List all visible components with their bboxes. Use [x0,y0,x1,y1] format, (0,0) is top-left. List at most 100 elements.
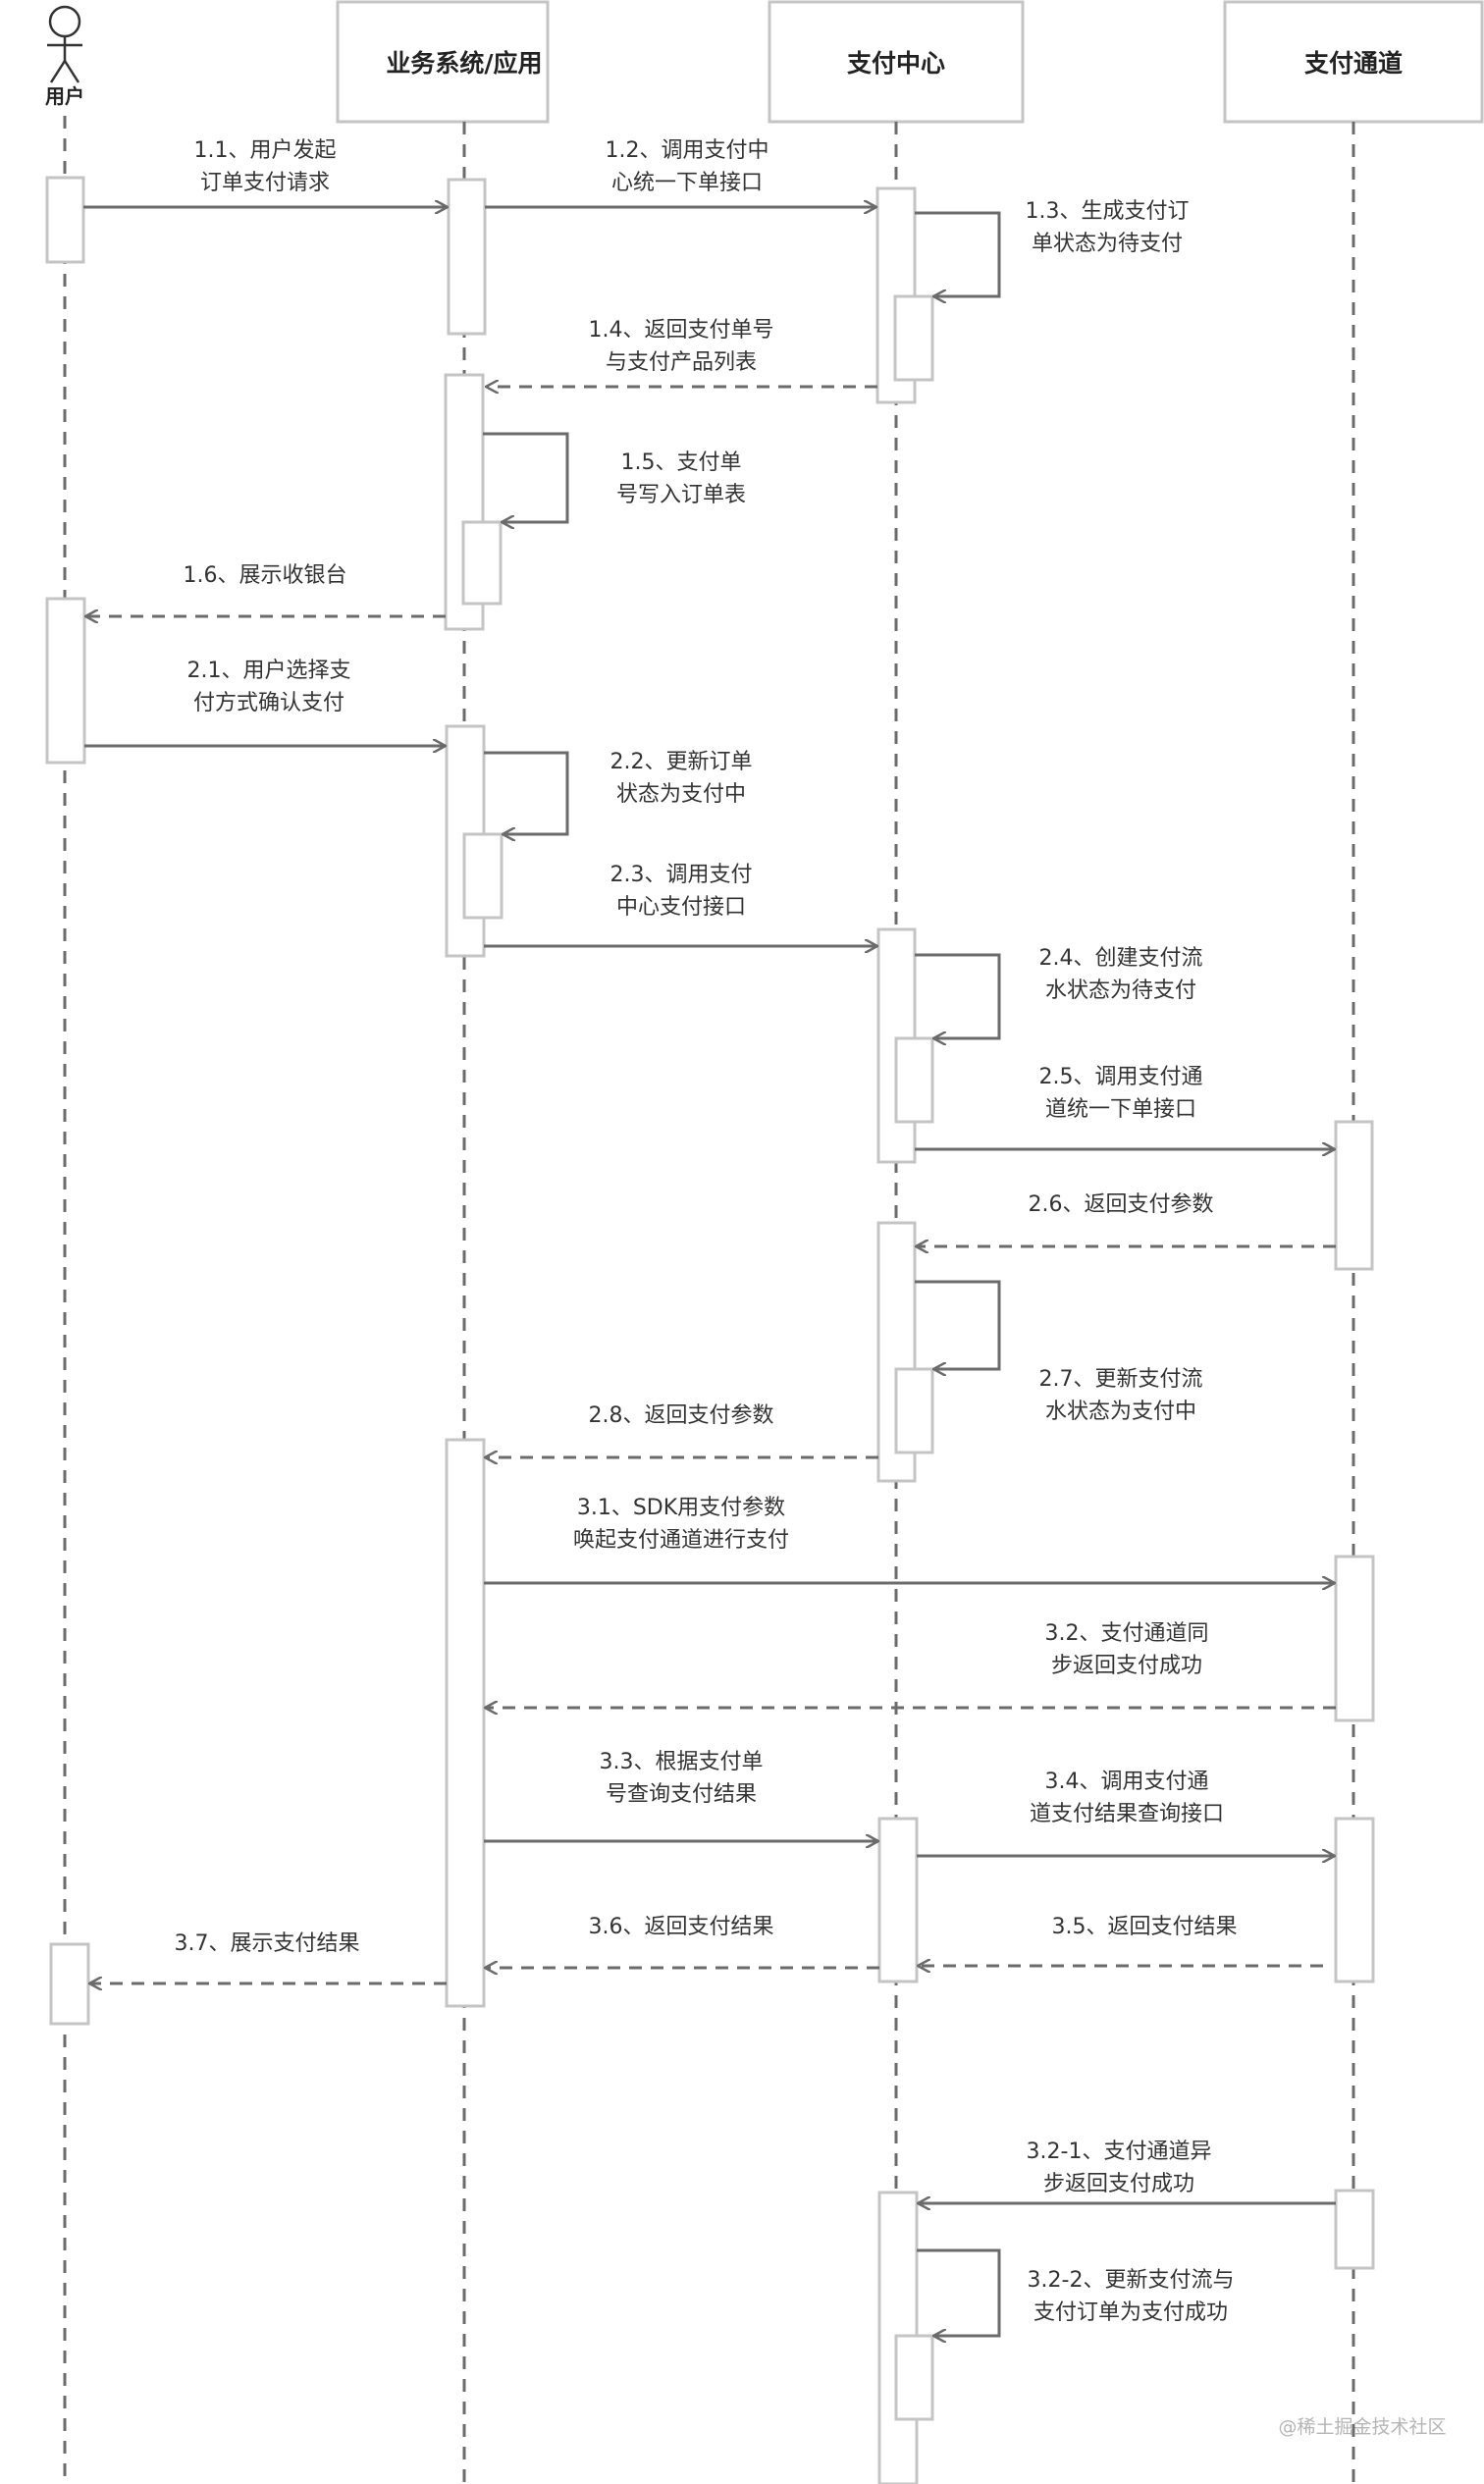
activation-box [462,832,504,920]
arrow-2-7 [915,1280,1001,1369]
message-label-line: 2.1、用户选择支 [187,659,351,683]
message-label-line: 3.4、调用支付通 [1045,1770,1209,1794]
activation-box [49,1942,90,2026]
message-label-line: 唤起支付通道进行支付 [573,1528,789,1553]
message-label-line: 3.5、返回支付结果 [1052,1915,1238,1939]
message-label-line: 号写入订单表 [616,483,746,507]
message-label-line: 3.2-2、更新支付流与 [1028,2268,1235,2293]
actor-head [48,5,81,38]
message-label-line: 3.6、返回支付结果 [589,1915,774,1939]
activation-box [445,1438,486,2008]
message-label-line: 1.4、返回支付单号 [589,318,774,343]
message-label: 2.5、调用支付通道统一下单接口 [1039,1065,1203,1122]
message-label: 2.6、返回支付参数 [1029,1192,1214,1217]
message-label-line: 1.2、调用支付中 [606,138,769,163]
message-label-line: 3.3、根据支付单 [600,1750,764,1774]
message-label: 2.7、更新支付流水状态为支付中 [1039,1367,1203,1424]
activation-box [45,597,86,765]
message-label-line: 3.2、支付通道同 [1045,1621,1209,1646]
message-label: 3.1、SDK用支付参数唤起支付通道进行支付 [573,1496,789,1553]
activations [45,176,1375,2484]
message-labels: 1.1、用户发起订单支付请求 1.2、调用支付中心统一下单接口 1.3、生成支付订单… [175,138,1238,2325]
message-label-line: 2.3、调用支付 [610,863,753,887]
message-label-line: 订单支付请求 [200,171,330,195]
message-label: 3.3、根据支付单号查询支付结果 [600,1750,764,1807]
participant-label-pay: 支付中心 [847,49,945,78]
activation-box [1334,1817,1375,1983]
participant-label-biz: 业务系统/应用 [386,49,542,78]
message-label: 1.3、生成支付订单状态为待支付 [1026,199,1190,256]
actor-user [47,5,82,83]
message-label-line: 状态为支付中 [616,782,746,807]
participant-label-channel: 支付通道 [1304,49,1403,78]
message-label-line: 2.5、调用支付通 [1039,1065,1203,1089]
message-label: 3.5、返回支付结果 [1052,1915,1238,1939]
message-label-line: 1.6、展示收银台 [184,563,347,588]
message-label-line: 步返回支付成功 [1043,2172,1194,2196]
activation-box [877,1817,919,1983]
actor-leg-left [49,60,67,83]
actor-leg-right [63,60,80,83]
message-label: 3.2-1、支付通道异步返回支付成功 [1027,2140,1212,2196]
arrow-3-2-2 [917,2248,1001,2336]
message-label-line: 心统一下单接口 [611,171,763,195]
message-label-line: 道支付结果查询接口 [1030,1802,1224,1826]
message-label: 3.6、返回支付结果 [589,1915,774,1939]
message-label-line: 3.1、SDK用支付参数 [577,1496,785,1520]
activation-box [894,2334,934,2421]
message-label-line: 2.7、更新支付流 [1039,1367,1203,1392]
activation-box [894,1367,934,1454]
message-label: 1.4、返回支付单号与支付产品列表 [589,318,774,375]
message-label: 1.1、用户发起订单支付请求 [194,138,337,195]
activation-box [1334,2189,1375,2270]
message-label-line: 号查询支付结果 [606,1782,757,1807]
message-label-line: 2.4、创建支付流 [1039,946,1203,971]
participant-header-pay: 支付中心 [768,0,1025,124]
message-label-line: 中心支付接口 [616,895,746,920]
message-label-line: 道统一下单接口 [1045,1097,1196,1122]
message-label-line: 水状态为支付中 [1045,1400,1196,1424]
arrow-1-5 [483,432,569,522]
message-label: 2.3、调用支付中心支付接口 [610,863,753,920]
message-label: 1.5、支付单号写入订单表 [616,450,746,507]
message-label-line: 2.6、返回支付参数 [1029,1192,1214,1217]
activation-box [1334,1555,1375,1722]
message-label-line: 单状态为待支付 [1032,232,1183,256]
message-label-line: 步返回支付成功 [1051,1654,1202,1678]
message-label: 2.8、返回支付参数 [589,1403,774,1428]
participant-label-user: 用户 [45,84,84,108]
message-label-line: 与支付产品列表 [606,350,757,375]
message-label: 1.2、调用支付中心统一下单接口 [606,138,769,195]
message-label: 3.2-2、更新支付流与支付订单为支付成功 [1028,2268,1235,2325]
message-label: 2.4、创建支付流水状态为待支付 [1039,946,1203,1003]
message-label-line: 3.7、展示支付结果 [175,1931,360,1956]
message-label-line: 付方式确认支付 [193,691,344,715]
participant-header-biz: 业务系统/应用 [336,0,550,124]
arrow-1-3 [915,211,1001,296]
message-label-line: 水状态为待支付 [1045,978,1196,1003]
return-arrows [86,387,1336,1983]
activation-box [894,1036,934,1124]
activation-box [45,176,85,264]
message-label: 3.2、支付通道同步返回支付成功 [1045,1621,1209,1678]
activation-box [447,178,487,336]
message-label: 3.4、调用支付通道支付结果查询接口 [1030,1770,1224,1826]
participant-header-channel: 支付通道 [1223,0,1484,124]
call-arrows [83,207,1336,2336]
activation-box [893,294,934,382]
activation-box [461,520,503,606]
message-label: 3.7、展示支付结果 [175,1931,360,1956]
message-label: 2.2、更新订单状态为支付中 [610,750,753,807]
message-label-line: 1.5、支付单 [621,450,742,475]
arrow-2-2 [484,751,569,834]
message-label-line: 1.3、生成支付订 [1026,199,1190,224]
message-label: 1.6、展示收银台 [184,563,347,588]
message-label-line: 支付订单为支付成功 [1034,2300,1228,2325]
message-label-line: 2.2、更新订单 [610,750,753,774]
arrow-2-4 [915,953,1001,1038]
watermark: @稀土掘金技术社区 [1278,2416,1446,2438]
activation-box [1334,1120,1374,1271]
message-label-line: 1.1、用户发起 [194,138,337,163]
message-label-line: 3.2-1、支付通道异 [1027,2140,1212,2164]
